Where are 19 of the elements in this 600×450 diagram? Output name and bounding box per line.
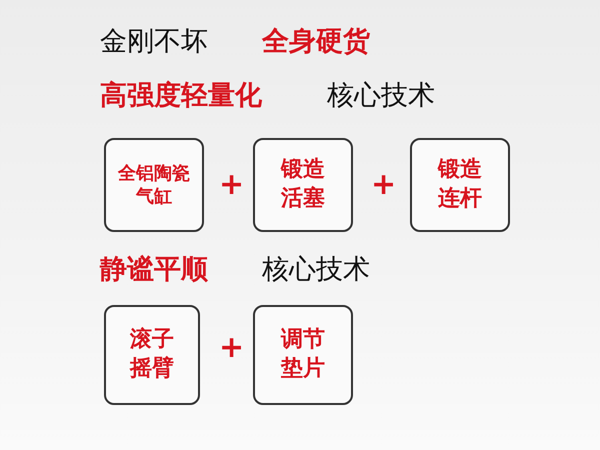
feature-box — [104, 138, 204, 232]
heading-text: 核心技术 — [327, 82, 435, 109]
heading-text: 高强度轻量化 — [100, 82, 262, 109]
plus-sign: + — [219, 170, 244, 200]
feature-text: 调节垫片 — [280, 326, 326, 383]
feature-box — [253, 138, 353, 232]
heading-text: 核心技术 — [262, 256, 370, 283]
heading-text: 静谧平顺 — [100, 256, 208, 283]
plus-sign: + — [371, 170, 396, 200]
plus-sign: + — [219, 333, 244, 363]
heading-text: 全身硬货 — [262, 28, 370, 55]
feature-box — [410, 138, 510, 232]
feature-text: 锻造活塞 — [280, 156, 326, 213]
feature-text: 滚子摇臂 — [128, 326, 175, 383]
feature-text: 全铝陶瓷气缸 — [116, 162, 191, 208]
feature-box — [104, 305, 200, 405]
feature-box — [253, 305, 353, 405]
feature-text: 锻造连杆 — [436, 156, 483, 213]
heading-text: 金刚不坏 — [100, 28, 208, 55]
